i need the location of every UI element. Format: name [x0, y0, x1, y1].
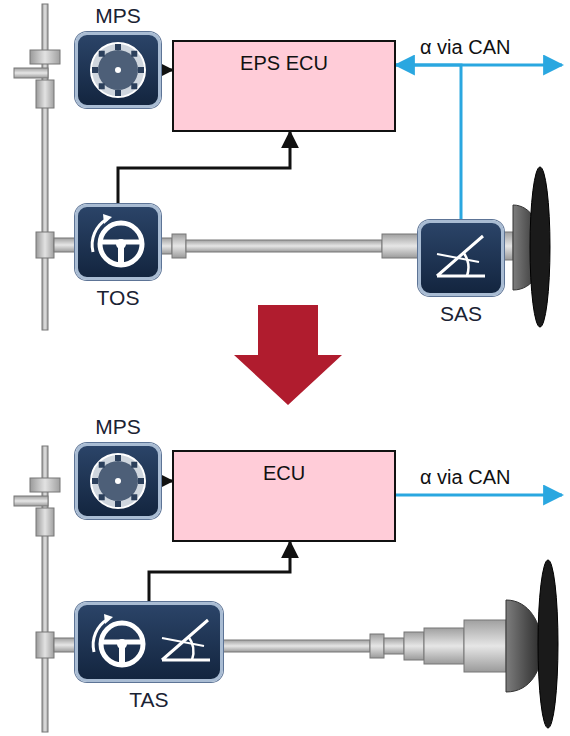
torque-sensor: TOS	[75, 204, 161, 280]
signal-arrow	[149, 542, 290, 602]
torque-angle-sensor: TAS	[75, 602, 223, 682]
transition-arrow	[234, 305, 342, 405]
steering-column	[222, 620, 506, 672]
sensor-label: MPS	[58, 4, 178, 28]
sensor-label: TOS	[58, 286, 178, 310]
steering-wheel	[513, 167, 550, 327]
signal-arrow	[161, 480, 172, 483]
steering-rack	[14, 4, 76, 330]
signal-label: α via CAN	[418, 36, 512, 59]
steering-wheel	[506, 560, 558, 728]
ecu-title: EPS ECU	[174, 42, 394, 75]
motor-position-sensor: MPS	[75, 443, 161, 519]
sensor-label: TAS	[58, 688, 240, 712]
ecu-box: EPS ECU	[172, 40, 396, 132]
can-bus	[380, 494, 562, 497]
steering-angle-sensor: SAS	[418, 220, 504, 296]
steering-rack	[14, 446, 76, 732]
ecu-box: ECU	[172, 450, 396, 542]
sensor-label: MPS	[58, 415, 178, 439]
signal-label: α via CAN	[418, 466, 512, 489]
motor-position-sensor: MPS	[75, 32, 161, 108]
signal-arrow	[161, 69, 172, 72]
signal-arrow	[118, 132, 290, 204]
ecu-title: ECU	[174, 452, 394, 485]
can-connector	[396, 65, 461, 220]
sensor-label: SAS	[401, 302, 521, 326]
